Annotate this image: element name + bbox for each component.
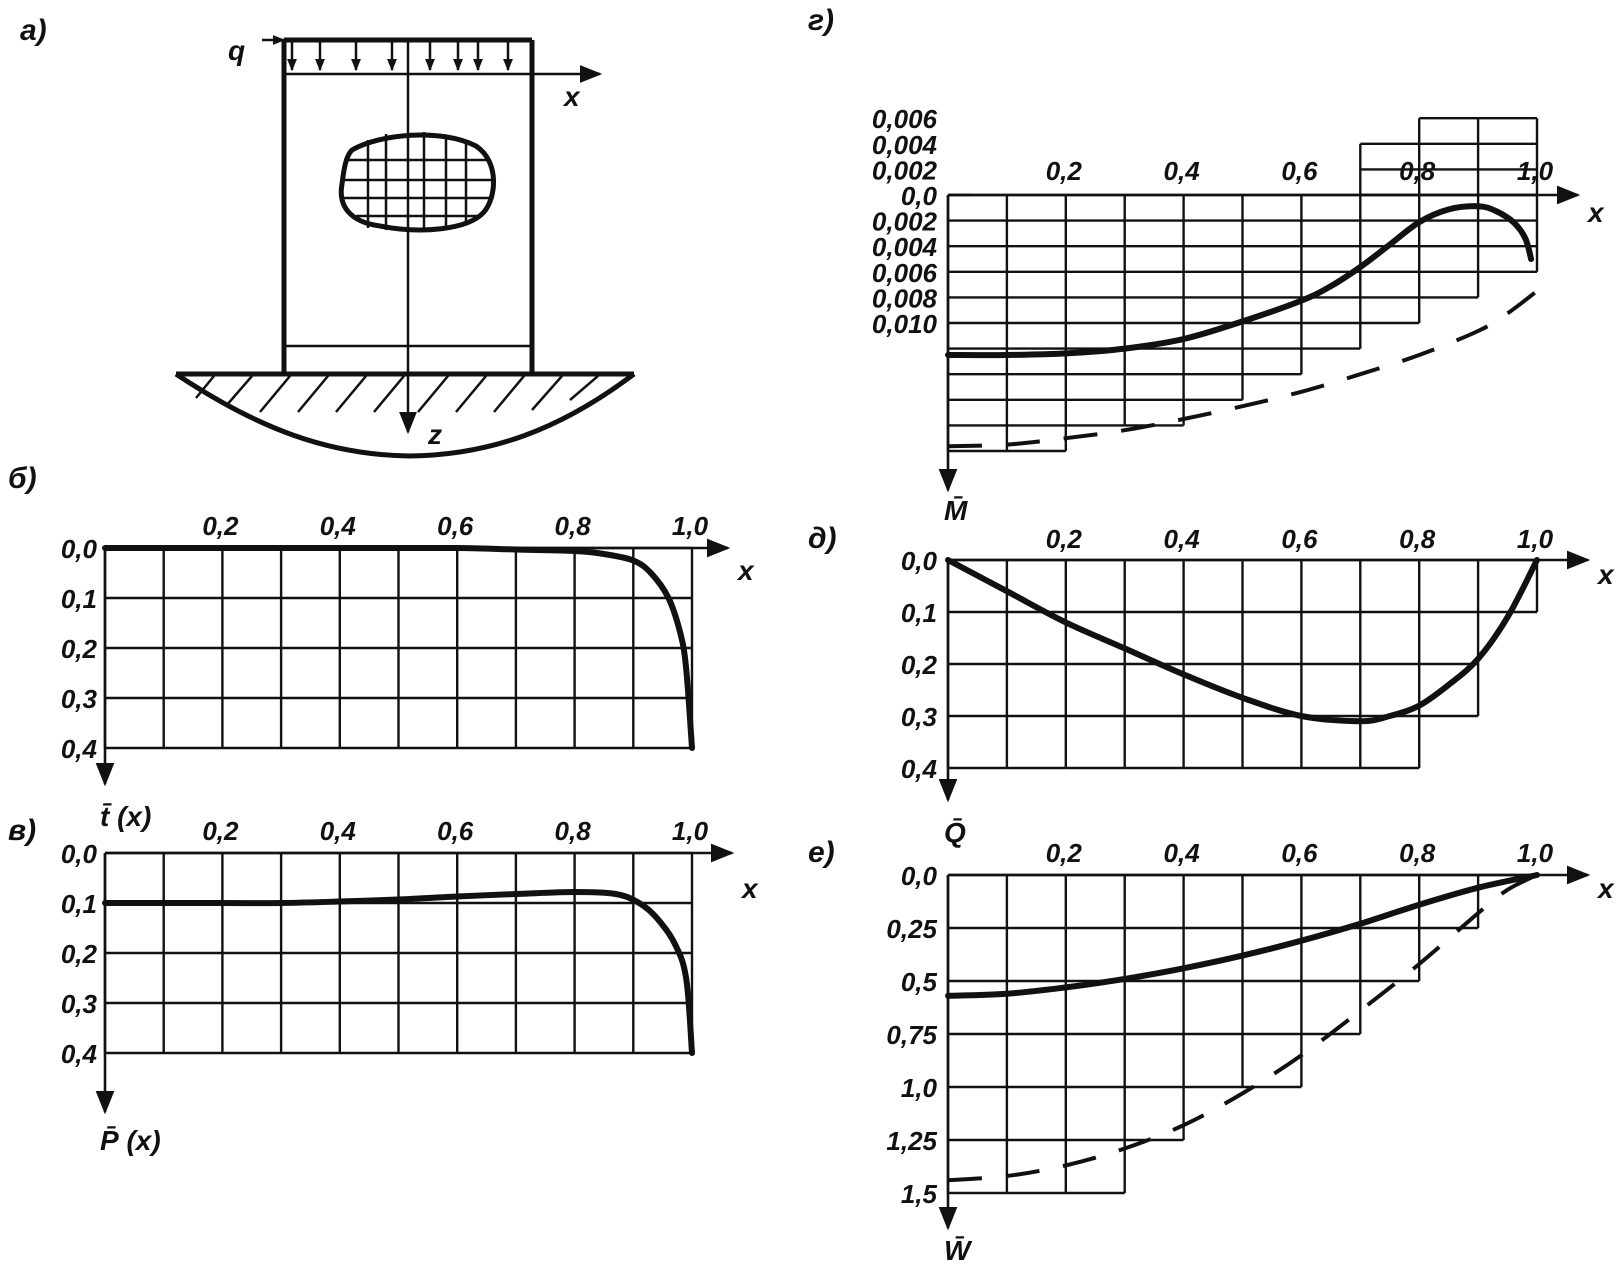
y-tick-label: 1,25 xyxy=(886,1126,937,1156)
grid-e xyxy=(946,558,1539,770)
y-tick-label: 0,006 xyxy=(872,104,938,134)
load-label-q: q xyxy=(228,35,245,66)
y-tick-label: 0,5 xyxy=(901,967,938,997)
y-tick-label: 0,0 xyxy=(61,534,98,564)
grid-b xyxy=(103,546,694,750)
x-tick-label: 1,0 xyxy=(672,816,709,846)
x-tick-label: 0,4 xyxy=(1164,156,1201,186)
y-tick-label: 0,0 xyxy=(901,181,938,211)
chart-panel-f: е) xW̄ 0,2 0,4 0,6 0,8 1,0 0,0 0,25 0,5 0,75 1,0 1,2… xyxy=(808,836,1615,1266)
y-tick-label: 0,4 xyxy=(901,754,938,784)
x-axis-label-e: x xyxy=(1596,559,1615,590)
y-axis-label-f: W̄ xyxy=(944,1235,973,1266)
x-tick-label: 0,8 xyxy=(555,816,592,846)
x-tick-label: 0,2 xyxy=(1046,524,1083,554)
x-tick-label: 0,6 xyxy=(1281,524,1318,554)
schematic-x-label: x xyxy=(562,81,581,112)
series-line-c-solid xyxy=(102,889,695,1056)
chart-panel-c: в) x P̄ (x) 0,2 0,4 0,6 0,8 1,0 0,0 0,1 0,2 0,3 0,4 xyxy=(8,814,759,1156)
x-tick-label: 0,8 xyxy=(555,511,592,541)
panel-label-a: a) xyxy=(20,14,47,47)
grid-f xyxy=(946,873,1537,1195)
x-tick-label: 1,0 xyxy=(1517,156,1554,186)
series-line-f-solid xyxy=(945,872,1540,999)
y-tick-label: 0,3 xyxy=(901,702,938,732)
x-tick-label: 0,6 xyxy=(1281,156,1318,186)
y-tick-label: 0,1 xyxy=(61,889,97,919)
series-line-d-dashed xyxy=(947,289,1539,449)
x-tick-label: 0,8 xyxy=(1399,838,1436,868)
y-tick-label: 0,25 xyxy=(886,914,937,944)
y-tick-label: 0,4 xyxy=(61,734,98,764)
x-tick-label: 1,0 xyxy=(672,511,709,541)
panel-label-f: е) xyxy=(808,836,835,869)
y-tick-label: 0,2 xyxy=(61,939,98,969)
panel-label-b: б) xyxy=(8,462,37,495)
y-tick-label: 0,0 xyxy=(901,546,938,576)
y-tick-label: 0,2 xyxy=(61,634,98,664)
chart-panel-e: д) xQ̄ 0,2 0,4 0,6 0,8 1,0 0,0 0,1 0,2 0,3 0,4 xyxy=(808,522,1615,848)
y-tick-label: 0,002 xyxy=(872,207,938,237)
y-axis-label-c: P̄ (x) xyxy=(100,1125,161,1156)
y-tick-label: 0,0 xyxy=(61,839,98,869)
x-tick-label: 0,4 xyxy=(1164,524,1201,554)
y-tick-label: 0,008 xyxy=(872,283,938,313)
series-line-b-solid xyxy=(102,544,695,751)
y-tick-label: 0,1 xyxy=(61,584,97,614)
y-tick-label: 1,5 xyxy=(901,1179,938,1209)
y-tick-label: 1,0 xyxy=(901,1073,938,1103)
x-tick-label: 0,8 xyxy=(1399,524,1436,554)
x-axis-label-f: x xyxy=(1596,873,1615,904)
x-tick-label: 0,2 xyxy=(1046,156,1083,186)
y-tick-label: 0,002 xyxy=(872,155,938,185)
x-tick-label: 0,4 xyxy=(320,816,357,846)
load-arrows xyxy=(287,40,513,72)
panel-label-c: в) xyxy=(8,814,36,847)
x-tick-label: 0,6 xyxy=(437,511,474,541)
foundation xyxy=(174,371,636,459)
x-tick-label: 0,2 xyxy=(202,816,239,846)
x-tick-label: 1,0 xyxy=(1517,524,1554,554)
y-tick-label: 0,75 xyxy=(886,1020,937,1050)
x-tick-label: 0,4 xyxy=(320,511,357,541)
panel-label-d: г) xyxy=(808,4,834,37)
series-line-d-solid xyxy=(945,203,1535,359)
x-tick-label: 0,6 xyxy=(1281,838,1318,868)
y-tick-label: 0,006 xyxy=(872,258,938,288)
y-axis-label-d: M̄ xyxy=(944,495,968,526)
schematic-z-label: z xyxy=(427,419,442,450)
y-tick-label: 0,0 xyxy=(901,861,938,891)
x-tick-label: 0,2 xyxy=(202,511,239,541)
x-tick-label: 0,4 xyxy=(1164,838,1201,868)
panel-a-schematic: a) q x z xyxy=(20,14,636,459)
y-tick-label: 0,3 xyxy=(61,989,98,1019)
y-tick-label: 0,3 xyxy=(61,684,98,714)
x-tick-label: 1,0 xyxy=(1517,838,1554,868)
chart-panel-b: б) x t̄ (x) 0,2 0,4 0,6 0,8 1,0 0,0 0,1 0,2 0,3 0,4 xyxy=(8,462,755,832)
y-tick-label: 0,2 xyxy=(901,650,938,680)
series-line-f-dashed xyxy=(947,873,1538,1183)
y-tick-label: 0,1 xyxy=(901,598,937,628)
y-tick-label: 0,004 xyxy=(872,232,938,262)
grid-c xyxy=(103,851,694,1055)
x-axis-label-c: x xyxy=(740,873,759,904)
y-tick-label: 0,004 xyxy=(872,130,938,160)
x-axis-label-b: x xyxy=(736,555,755,586)
series-line-e-solid xyxy=(945,557,1540,725)
y-tick-label: 0,010 xyxy=(872,309,938,339)
y-axis-label-b: t̄ (x) xyxy=(100,801,151,832)
y-axis-label-e: Q̄ xyxy=(944,817,966,848)
x-tick-label: 0,2 xyxy=(1046,838,1083,868)
x-tick-label: 0,6 xyxy=(437,816,474,846)
y-tick-label: 0,4 xyxy=(61,1039,98,1069)
mesh-region xyxy=(338,132,496,233)
x-tick-label: 0,8 xyxy=(1399,156,1436,186)
grid-d xyxy=(946,116,1539,453)
x-axis-label-d: x xyxy=(1586,197,1605,228)
panel-label-e: д) xyxy=(808,522,837,555)
